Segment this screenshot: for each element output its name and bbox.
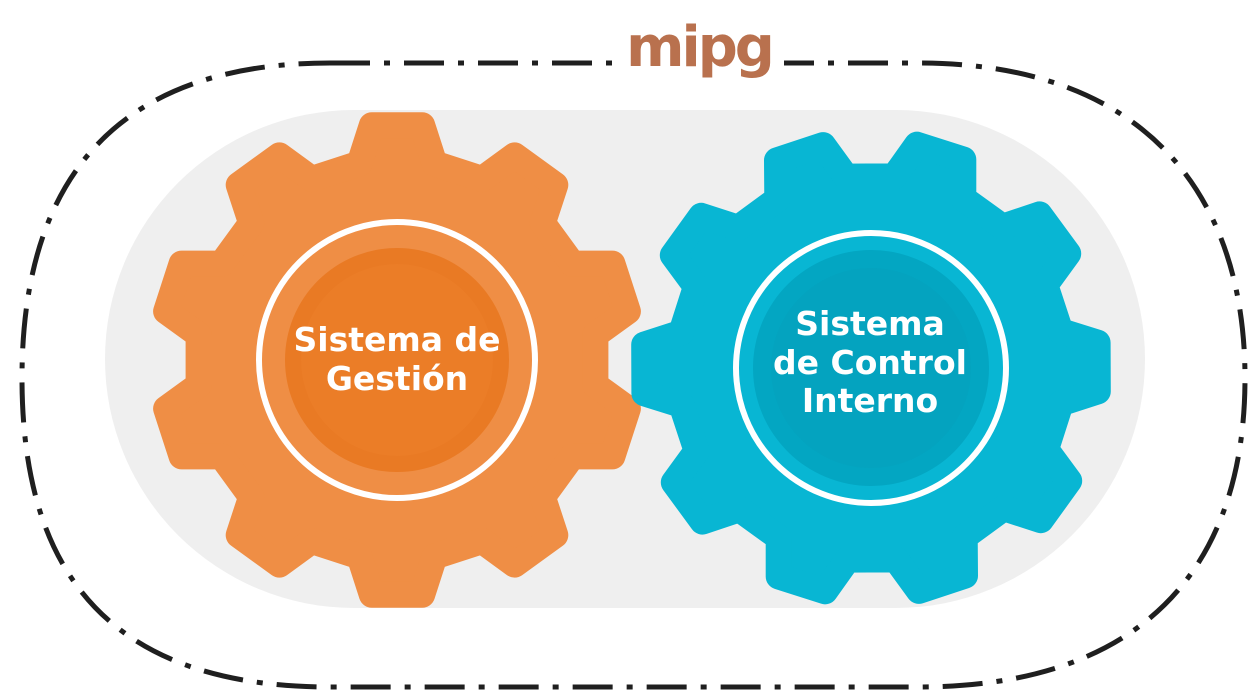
mipg-logo: mipg	[626, 15, 772, 80]
right-gear-label-line-3: Interno	[801, 381, 939, 421]
left-gear-inner-shade	[301, 264, 493, 456]
left-gear-ring	[256, 219, 538, 501]
right-gear-ring	[733, 230, 1009, 506]
left-gear-label-line-2: Gestión	[325, 359, 469, 398]
left-gear-label: Sistema de Gestión	[252, 290, 542, 430]
left-gear-label-line-1: Sistema de	[293, 320, 501, 360]
right-gear-label: Sistema de Control Interno	[735, 278, 1005, 448]
right-gear-label-line-2: de Control	[773, 342, 967, 382]
right-gear-label-line-1: Sistema	[795, 303, 945, 343]
logo-backdrop	[614, 40, 784, 84]
dash-dot-boundary	[19, 60, 1248, 690]
right-gear-inner-shade	[771, 268, 971, 468]
